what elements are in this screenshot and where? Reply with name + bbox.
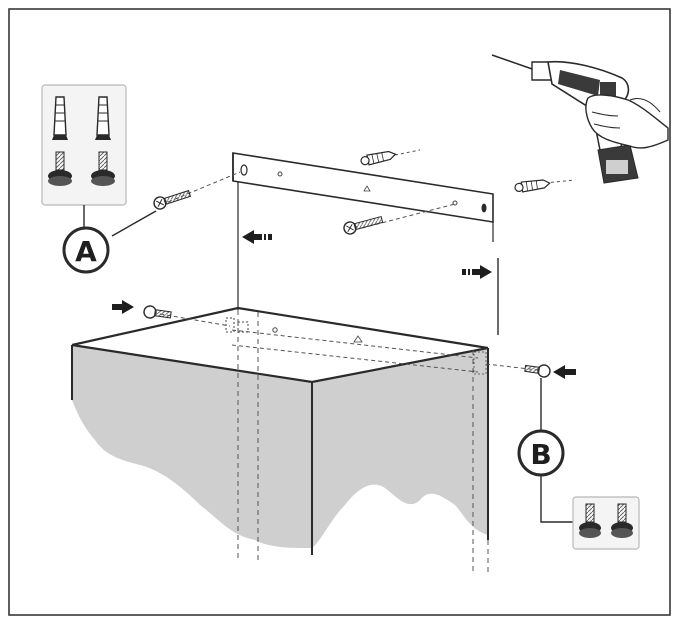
push-arrow-left-rail [242,230,272,244]
parts-panel-b [572,496,640,550]
panel-b-screw-icon [579,503,633,538]
panel-a-screw-icon [48,151,115,186]
callout-a-label: A [75,235,97,268]
parts-panel-a [41,84,127,227]
cabinet-icon [71,306,489,575]
push-arrow-right-rail [462,265,492,279]
power-drill-icon [491,54,669,184]
callout-b-label: B [530,438,551,471]
push-arrow-left-cabinet [112,300,134,314]
screw-icon [143,189,551,378]
cabinet-left-face [72,345,312,548]
cabinet-right-face [312,348,488,548]
callout-a: A [62,210,157,274]
push-arrow-right-cabinet [553,365,576,379]
callout-b: B [517,378,573,523]
push-arrow-icon [112,230,576,379]
mounting-rail-icon [159,149,576,371]
wall-plug-icon [360,150,551,193]
panel-a-wall-plug-icon [52,96,111,140]
